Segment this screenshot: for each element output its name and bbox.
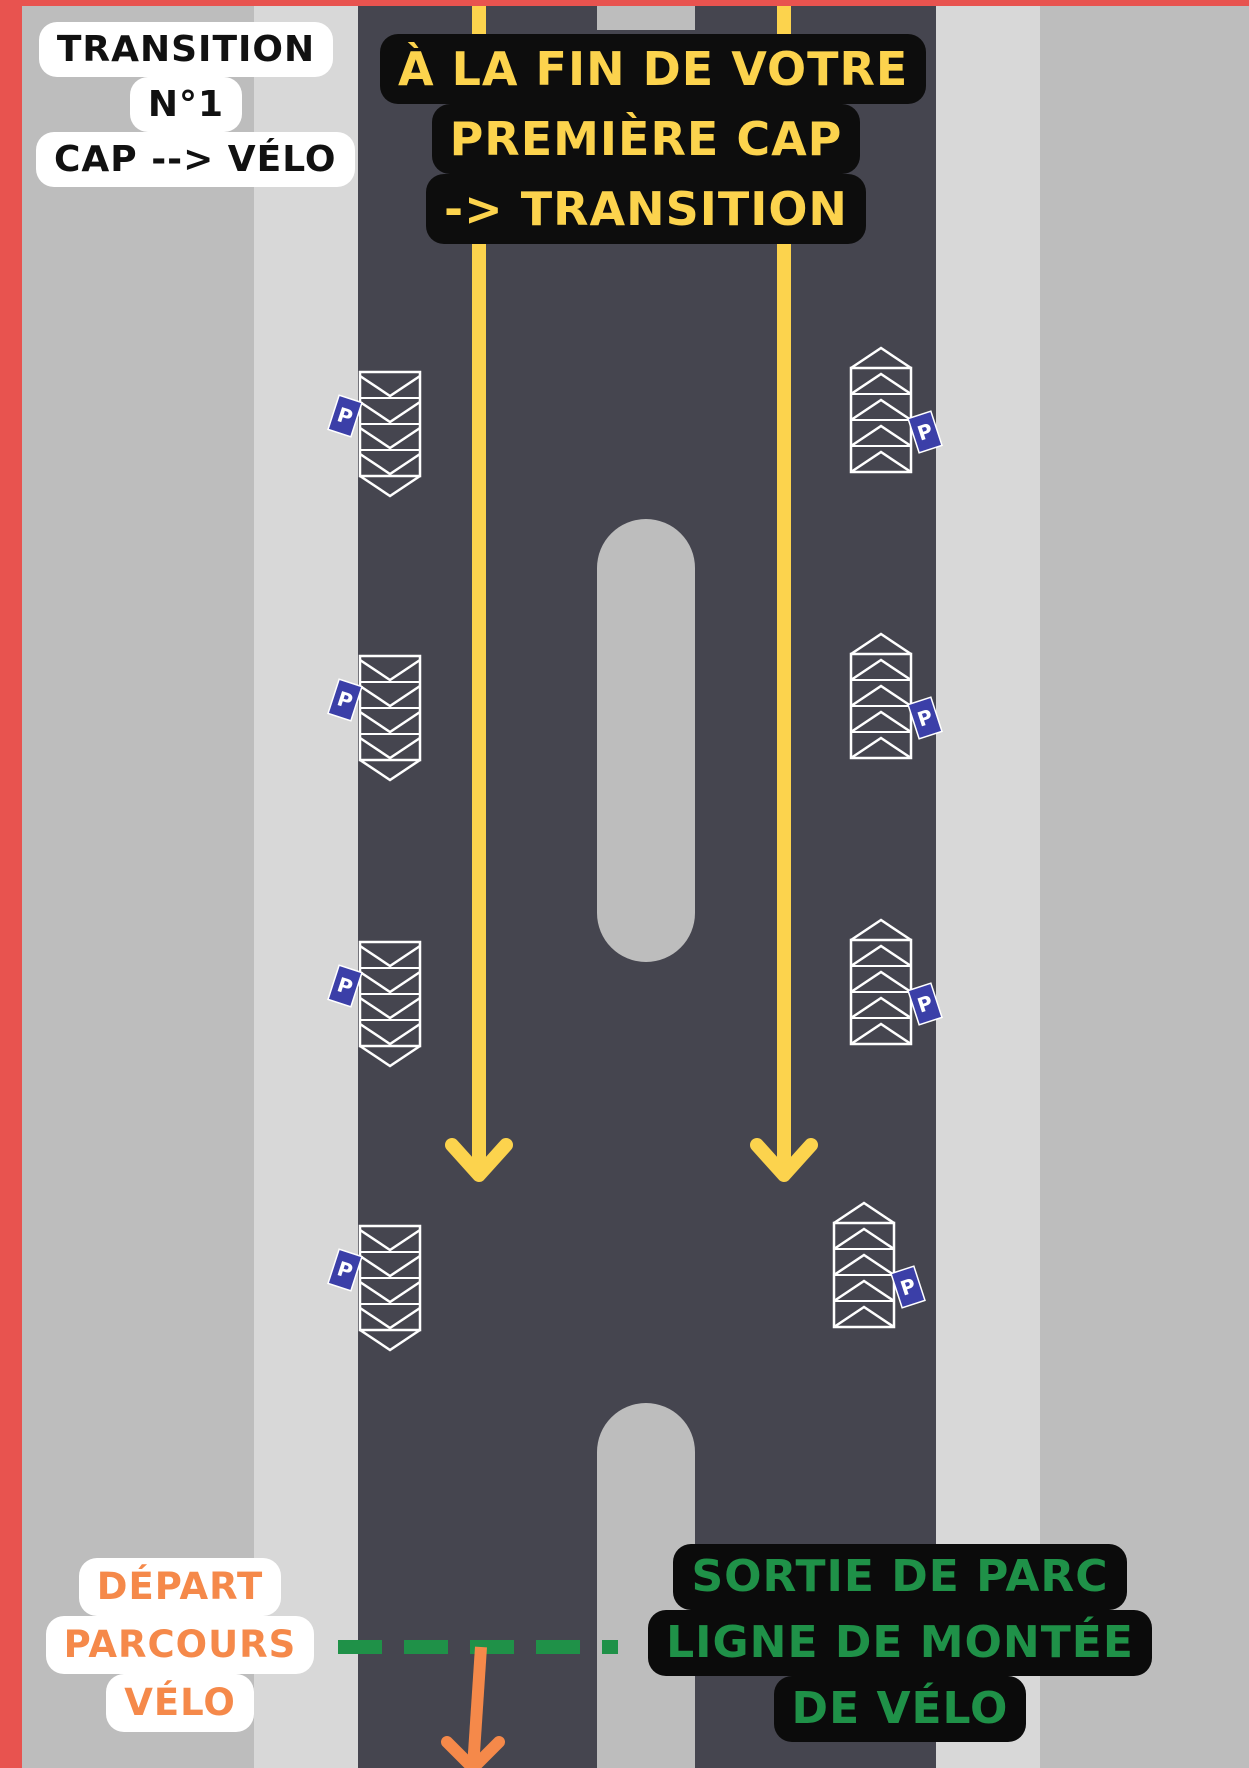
svg-text:P: P [334,686,355,713]
exit-line-2: LIGNE DE MONTÉE [648,1610,1152,1676]
bike-rack: P [327,1224,422,1352]
center-island [597,519,695,962]
left-bike-racks: P P P P [327,370,422,1352]
bike-rack: P [849,346,943,474]
transition-title-label: TRANSITION N°1 CAP --> VÉLO [36,22,355,187]
svg-text:P: P [914,704,935,731]
parking-sign-icon: P [890,1265,926,1309]
right-sidewalk [936,0,1040,1768]
exit-line-3: DE VÉLO [773,1676,1027,1742]
bike-rack: P [849,632,943,760]
parking-sign-icon: P [327,1248,363,1292]
instruction-line-1: À LA FIN DE VOTRE [380,34,927,104]
bike-rack: P [327,940,422,1068]
right-bike-racks: P P P P [832,346,943,1329]
svg-text:P: P [334,1256,355,1283]
svg-text:P: P [334,972,355,999]
start-line-2: PARCOURS [45,1616,315,1674]
start-direction-arrow [441,1646,505,1768]
bottom-island [597,1403,695,1768]
frame-top [0,0,1249,6]
instruction-line-3: -> TRANSITION [426,174,866,244]
instruction-label: À LA FIN DE VOTRE PREMIÈRE CAP -> TRANSI… [380,34,927,244]
title-line-1: TRANSITION [38,22,334,77]
parking-sign-icon: P [907,410,943,454]
title-line-3: CAP --> VÉLO [36,132,355,187]
bike-rack: P [327,370,422,498]
left-sidewalk [254,0,358,1768]
svg-text:P: P [334,402,355,429]
svg-text:P: P [914,418,935,445]
instruction-line-2: PREMIÈRE CAP [431,104,861,174]
start-line-1: DÉPART [78,1558,282,1616]
parking-sign-icon: P [327,964,363,1008]
exit-line-1: SORTIE DE PARC [673,1544,1127,1610]
bike-rack: P [849,918,943,1046]
bike-rack: P [832,1201,926,1329]
parking-sign-icon: P [327,394,363,438]
title-line-2: N°1 [129,77,243,132]
start-label: DÉPART PARCOURS VÉLO [40,1558,320,1732]
bike-rack: P [327,654,422,782]
svg-text:P: P [897,1273,918,1300]
start-line-3: VÉLO [106,1674,254,1732]
frame-left [0,0,22,1768]
svg-text:P: P [914,990,935,1017]
parking-sign-icon: P [907,982,943,1026]
parking-sign-icon: P [327,678,363,722]
exit-label: SORTIE DE PARC LIGNE DE MONTÉE DE VÉLO [640,1544,1160,1742]
parking-sign-icon: P [907,696,943,740]
